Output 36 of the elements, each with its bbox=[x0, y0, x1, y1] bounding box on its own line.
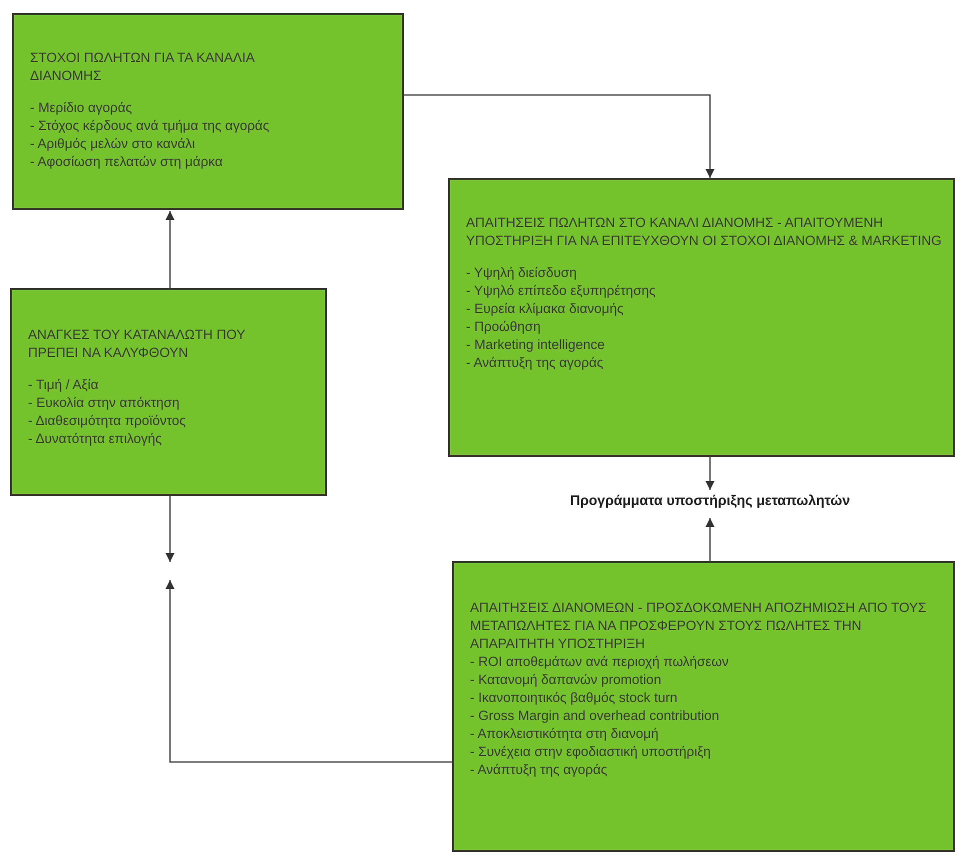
list-item: - Μερίδιο αγοράς bbox=[30, 99, 134, 117]
list-item: - Στόχος κέρδους ανά τμήμα της αγοράς bbox=[30, 117, 270, 135]
process-box bbox=[448, 178, 955, 457]
process-box bbox=[12, 13, 404, 210]
list-item: - Ανάπτυξη της αγοράς bbox=[466, 354, 604, 372]
process-box bbox=[10, 288, 327, 496]
box-heading: ΑΠΑΙΤΗΣΕΙΣ ΔΙΑΝΟΜΕΩΝ - ΠΡΟΣΔΟΚΩΜΕΝΗ ΑΠΟΖΗΜΙΩΣΗ ΑΠΟ ΤΟΥΣ ΜΕΤΑΠΩΛΗΤΕΣ ΓΙΑ ΝΑ ΠΡΟΣΦΕΡΟΥΝ ΣΤΟΥΣ ΠΩΛΗΤΕΣ ΤΗΝ ΑΠΑΡΑΙΤΗΤΗ ΥΠΟΣΤΗΡΙΞΗ bbox=[470, 599, 928, 653]
box-heading: ΑΝΑΓΚΕΣ ΤΟΥ ΚΑΤΑΝΑΛΩΤΗ ΠΟΥ ΠΡΕΠΕΙ ΝΑ ΚΑΛΥΦΘΟΥΝ bbox=[28, 326, 246, 362]
list-item: - Συνέχεια στην εφοδιαστική υποστήριξη bbox=[470, 743, 712, 761]
support-programs-text: Προγράμματα υποστήριξης μεταπωλητών bbox=[560, 492, 860, 514]
list-item: - Δυνατότητα επιλογής bbox=[28, 430, 163, 448]
list-item: - Υψηλή διείσδυση bbox=[466, 264, 578, 282]
list-item: - Ευρεία κλίμακα διανομής bbox=[466, 300, 624, 318]
list-item: - Gross Margin and overhead contribution bbox=[470, 707, 720, 725]
list-item: - Προώθηση bbox=[466, 318, 542, 336]
list-item: - Αποκλειστικότητα στη διανομή bbox=[470, 725, 660, 743]
list-item: - Marketing intelligence bbox=[466, 336, 606, 354]
box-heading: ΑΠΑΙΤΗΣΕΙΣ ΠΩΛΗΤΩΝ ΣΤΟ ΚΑΝΑΛΙ ΔΙΑΝΟΜΗΣ - ΑΠΑΙΤΟΥΜΕΝΗ ΥΠΟΣΤΗΡΙΞΗ ΓΙΑ ΝΑ ΕΠΙΤΕΥΧΘΟΥΝ ΟΙ ΣΤΟΧΟΙ ΔΙΑΝΟΜΗΣ & MARKETING bbox=[466, 214, 943, 250]
list-item: - Τιμή / Αξία bbox=[28, 376, 100, 394]
list-item: - Ευκολία στην απόκτηση bbox=[28, 394, 181, 412]
arrow bbox=[705, 518, 715, 561]
arrow bbox=[165, 211, 175, 288]
list-item: - Ανάπτυξη της αγοράς bbox=[470, 761, 608, 779]
arrow bbox=[705, 457, 715, 490]
arrow bbox=[404, 94, 715, 178]
list-item: - Αριθμός μελών στο κανάλι bbox=[30, 135, 196, 153]
list-item: - ROI αποθεμάτων ανά περιοχή πωλήσεων bbox=[470, 653, 730, 671]
list-item: - Αφοσίωση πελατών στη μάρκα bbox=[30, 153, 224, 171]
list-item: - Ικανοποιητικός βαθμός stock turn bbox=[470, 689, 678, 707]
list-item: - Υψηλό επίπεδο εξυπηρέτησης bbox=[466, 282, 657, 300]
list-item: - Κατανομή δαπανών promotion bbox=[470, 671, 662, 689]
arrow bbox=[165, 496, 175, 562]
list-item: - Διαθεσιμότητα προϊόντος bbox=[28, 412, 187, 430]
arrow bbox=[165, 580, 452, 763]
process-box bbox=[452, 561, 955, 852]
box-heading: ΣΤΟΧΟΙ ΠΩΛΗΤΩΝ ΓΙΑ ΤΑ ΚΑΝΑΛΙΑ ΔΙΑΝΟΜΗΣ bbox=[30, 49, 256, 85]
